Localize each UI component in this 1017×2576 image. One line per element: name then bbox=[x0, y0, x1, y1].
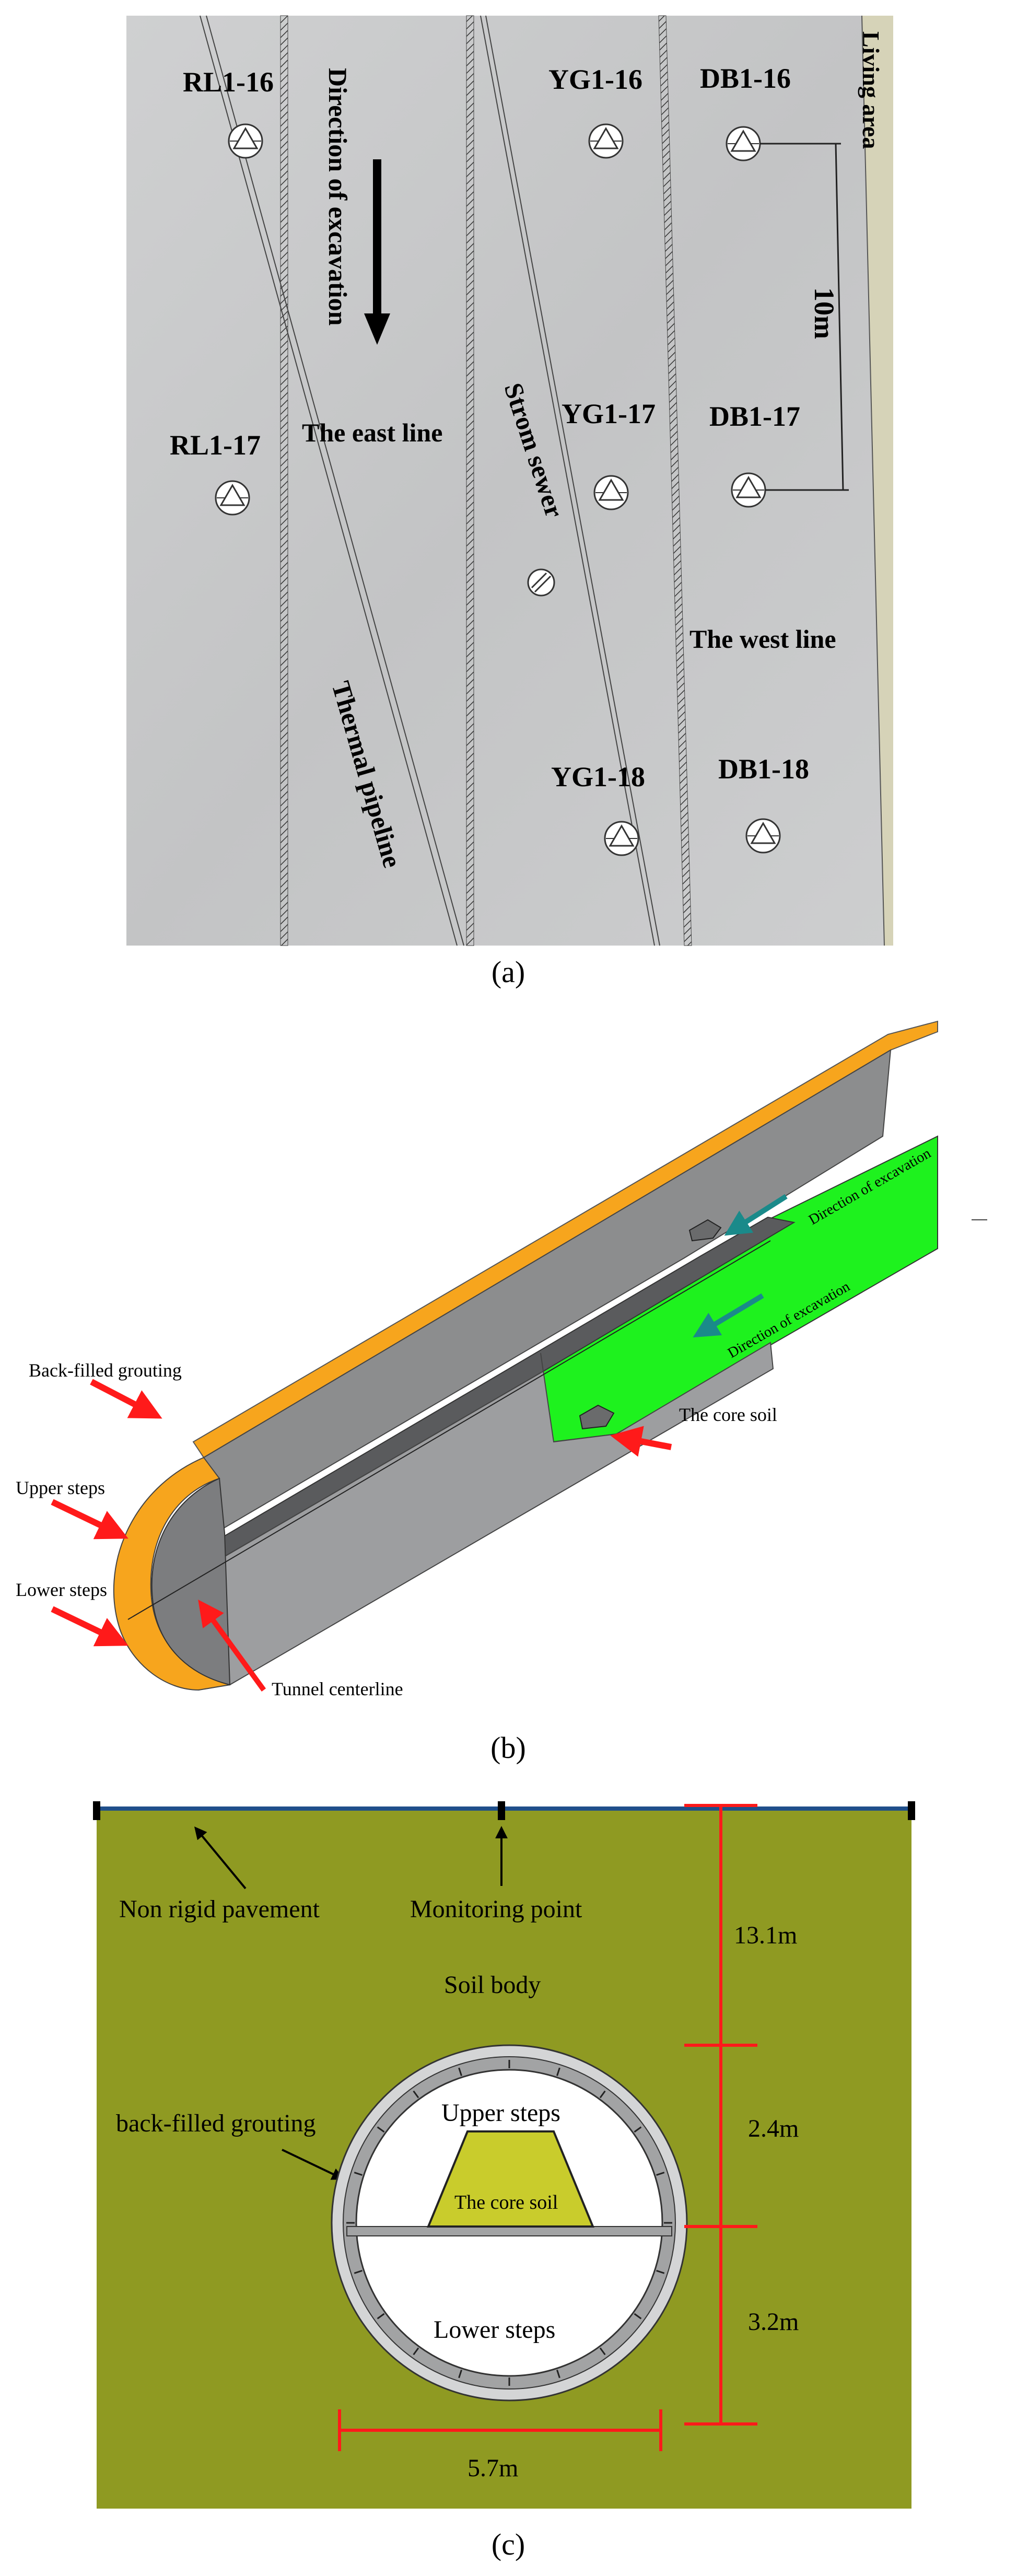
label-c-core-soil: The core soil bbox=[454, 2192, 558, 2213]
caption-b: (b) bbox=[490, 1731, 526, 1765]
tunnel-end-cap-inner bbox=[151, 1477, 231, 1686]
label-b-back-filled: Back-filled grouting bbox=[29, 1360, 182, 1381]
segment-tick bbox=[354, 2270, 363, 2274]
monitoring-post-left bbox=[93, 1801, 100, 1820]
label-b-lower-steps: Lower steps bbox=[16, 1579, 107, 1600]
arrow-back-filled bbox=[90, 1379, 162, 1419]
label-west-line: The west line bbox=[689, 624, 836, 654]
pointer-back-filled bbox=[282, 2149, 345, 2180]
caption-a: (a) bbox=[492, 955, 525, 989]
monitoring-marker-rl1-16 bbox=[228, 123, 263, 159]
label-yg1-17: YG1-17 bbox=[562, 398, 656, 429]
label-b-core-soil: The core soil bbox=[679, 1404, 777, 1425]
pointer-pavement bbox=[194, 1826, 247, 1890]
monitoring-post-right bbox=[908, 1801, 915, 1820]
segment-tick bbox=[556, 2067, 560, 2076]
segment-tick bbox=[656, 2172, 665, 2176]
storm-sewer-line-1 bbox=[480, 15, 655, 946]
label-c-d1: 13.1m bbox=[734, 1921, 797, 1949]
label-b-upper-steps: Upper steps bbox=[16, 1477, 105, 1498]
monitoring-post-center bbox=[498, 1801, 505, 1820]
label-dimension-10m: 10m bbox=[809, 287, 840, 339]
label-living-area: Living area bbox=[858, 31, 884, 149]
arrow-upper-steps bbox=[51, 1499, 128, 1540]
storm-sewer-line-2 bbox=[485, 15, 660, 946]
tunnel-centerline-line bbox=[127, 1240, 771, 1620]
direction-arrowhead bbox=[364, 313, 390, 345]
direction-arrow-b1 bbox=[724, 1194, 788, 1236]
arrow-core-soil bbox=[610, 1426, 672, 1457]
label-c-width: 5.7m bbox=[467, 2454, 518, 2482]
segment-tick bbox=[634, 2313, 642, 2319]
label-c-upper-steps: Upper steps bbox=[441, 2099, 560, 2127]
living-area-strip bbox=[862, 16, 893, 946]
segment-tick bbox=[413, 2347, 419, 2356]
monitoring-marker-db1-17 bbox=[731, 472, 766, 508]
segment-tick bbox=[656, 2270, 665, 2274]
label-c-back-filled: back-filled grouting bbox=[116, 2109, 316, 2137]
core-soil-block-2 bbox=[579, 1404, 615, 1430]
segment-tick bbox=[599, 2090, 606, 2099]
label-yg1-16: YG1-16 bbox=[548, 64, 642, 95]
label-rl1-16: RL1-16 bbox=[183, 66, 274, 98]
label-rl1-17: RL1-17 bbox=[170, 429, 261, 461]
label-c-d3: 3.2m bbox=[748, 2308, 799, 2336]
wall-2 bbox=[466, 15, 474, 946]
monitoring-marker-db1-16 bbox=[726, 126, 761, 161]
segment-tick bbox=[377, 2126, 385, 2133]
label-c-soil-body: Soil body bbox=[444, 1971, 541, 1999]
monitoring-marker-rl1-17 bbox=[215, 480, 250, 516]
monitoring-marker-yg1-16 bbox=[588, 123, 624, 159]
label-c-pavement: Non rigid pavement bbox=[119, 1895, 320, 1923]
segment-tick bbox=[634, 2126, 642, 2133]
bench-separator bbox=[346, 2226, 672, 2236]
wall-1 bbox=[280, 15, 288, 946]
label-c-lower-steps: Lower steps bbox=[434, 2316, 555, 2344]
panel-b-3d-tunnel: Back-filled grouting Upper steps Lower s… bbox=[16, 1020, 987, 1765]
segment-tick bbox=[556, 2370, 560, 2379]
segment-tick bbox=[354, 2172, 363, 2176]
monitoring-marker-db1-18 bbox=[745, 818, 781, 854]
label-db1-18: DB1-18 bbox=[718, 753, 809, 785]
arrow-tunnel-centerline bbox=[198, 1599, 266, 1692]
arrow-lower-steps bbox=[51, 1606, 128, 1647]
tunnel-end-cap bbox=[113, 1456, 230, 1691]
label-yg1-18: YG1-18 bbox=[551, 761, 645, 792]
caption-c: (c) bbox=[492, 2527, 525, 2561]
label-c-monitoring: Monitoring point bbox=[410, 1895, 582, 1923]
dimension-line-vertical bbox=[835, 143, 844, 491]
sewer-marker bbox=[527, 568, 555, 597]
panel-c-cross-section: Non rigid pavement Monitoring point Soil… bbox=[93, 1801, 915, 2561]
direction-arrow-b2 bbox=[693, 1293, 764, 1338]
segment-tick bbox=[377, 2313, 385, 2319]
core-soil-trapezoid bbox=[427, 2130, 594, 2228]
segment-tick bbox=[458, 2067, 462, 2076]
living-area-edge bbox=[861, 15, 885, 946]
label-c-d2: 2.4m bbox=[748, 2115, 799, 2142]
segment-tick bbox=[458, 2370, 462, 2379]
thermal-pipeline-line-1 bbox=[200, 15, 458, 946]
segment-tick bbox=[599, 2347, 606, 2356]
wall-3 bbox=[658, 15, 692, 946]
label-db1-17: DB1-17 bbox=[709, 401, 800, 432]
thermal-pipeline-line-2 bbox=[206, 15, 464, 946]
label-direction: Direction of excavation bbox=[323, 68, 353, 326]
core-soil-block-1 bbox=[688, 1219, 722, 1242]
monitoring-marker-yg1-18 bbox=[604, 821, 639, 856]
label-b-tunnel-centerline: Tunnel centerline bbox=[272, 1679, 403, 1699]
segment-tick bbox=[413, 2090, 419, 2099]
label-east-line: The east line bbox=[302, 418, 442, 447]
monitoring-marker-yg1-17 bbox=[593, 475, 629, 510]
panel-a-plan-view: RL1-16 RL1-17 YG1-16 YG1-17 YG1-18 DB1-1… bbox=[126, 15, 893, 989]
label-db1-16: DB1-16 bbox=[700, 63, 791, 94]
